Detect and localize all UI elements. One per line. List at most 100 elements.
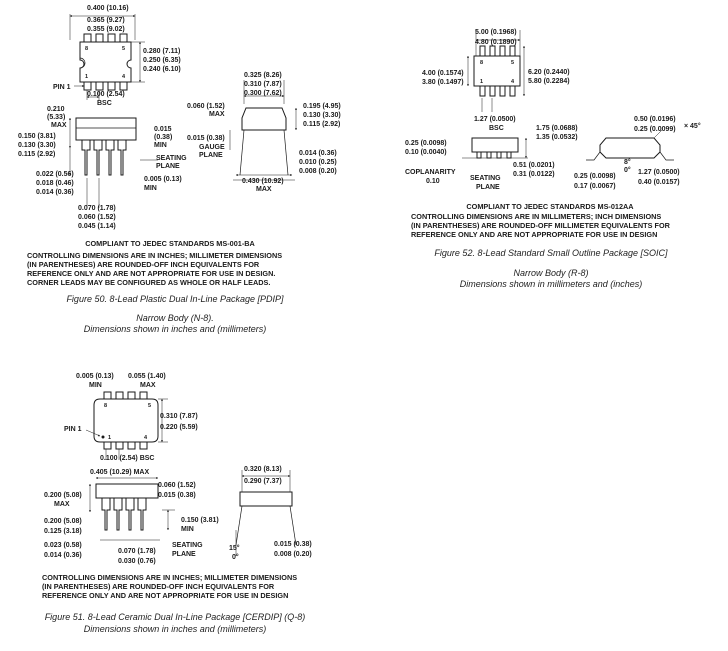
cerdip-top-min-label: MIN (89, 382, 102, 389)
cerdip-body-width-max: 0.310 (7.87) (160, 413, 198, 420)
pdip-thick2-nom: 0.010 (0.25) (299, 159, 337, 166)
soic-side-view: 1.75 (0.0688) 1.35 (0.0532) 0.25 (0.0098… (405, 125, 578, 191)
pdip-seat-max-label: MAX (209, 111, 225, 118)
soic-pin-1: 1 (480, 79, 483, 85)
pdip-row-span-nom: 0.310 (7.87) (244, 81, 282, 88)
cerdip-lead-min-label: MIN (181, 526, 194, 533)
cerdip-lead-len-max: 0.200 (5.08) (44, 518, 82, 525)
cerdip-notes: CONTROLLING DIMENSIONS ARE IN INCHES; MI… (42, 573, 298, 600)
cerdip-top-max: 0.055 (1.40) (128, 373, 166, 380)
cerdip-lead-thick-max: 0.023 (0.58) (44, 542, 82, 549)
cerdip-standoff-max: 0.060 (1.52) (158, 482, 196, 489)
cerdip-pin1-label: PIN 1 (64, 426, 82, 433)
soic-span-max: 6.20 (0.2440) (528, 69, 570, 76)
pdip-subcaption: Narrow Body (N-8). Dimensions shown in i… (83, 313, 267, 334)
pdip-body-width-nom: 0.250 (6.35) (143, 57, 181, 64)
soic-top-width-max: 5.00 (0.1968) (475, 29, 517, 36)
pdip-lead-thick-nom: 0.018 (0.46) (36, 180, 74, 187)
soic-seating: SEATING (470, 175, 501, 182)
pdip-top-width-nom: 0.365 (9.27) (87, 17, 125, 24)
cerdip-end-body (239, 491, 293, 507)
pdip-pin1-label: PIN 1 (53, 84, 71, 91)
soic-body-width-max: 4.00 (0.1574) (422, 70, 464, 77)
cerdip-row-span-min: 0.290 (7.37) (244, 478, 282, 485)
soic-seating-plane: PLANE (476, 184, 500, 191)
pdip-gauge-label: GAUGE (199, 144, 225, 151)
soic-foot-max: 1.27 (0.0500) (638, 169, 680, 176)
pdip-overall: 0.430 (10.92) (242, 178, 284, 185)
soic-end-view: 0.50 (0.0196) 0.25 (0.0099) × 45° 8° 0° … (574, 116, 701, 190)
cerdip-lead-thick-min: 0.014 (0.36) (44, 552, 82, 559)
pdip-end-view: 0.325 (8.26) 0.310 (7.87) 0.300 (7.62) 0… (187, 72, 341, 193)
soic-chamfer-max: 0.50 (0.0196) (634, 116, 676, 123)
cerdip-drawing: 0.005 (0.13) MIN 0.055 (1.40) MAX 8 5 1 … (44, 373, 312, 565)
cerdip-top-view: 0.005 (0.13) MIN 0.055 (1.40) MAX 8 5 1 … (64, 373, 198, 462)
cerdip-pin-4: 4 (144, 435, 148, 441)
cerdip-pin-1: 1 (108, 435, 111, 441)
soic-pitch-bsc: BSC (489, 125, 504, 132)
soic-foot-min: 0.40 (0.0157) (638, 179, 680, 186)
soic-lead-w-max: 0.51 (0.0201) (513, 162, 555, 169)
soic-coplanarity: COPLANARITY (405, 169, 456, 176)
pdip-overall-max: MAX (256, 186, 272, 193)
soic-subcaption: Narrow Body (R-8) Dimensions shown in mi… (459, 268, 643, 289)
soic-lead-w-min: 0.31 (0.0122) (513, 171, 555, 178)
cerdip-angle-min: 0° (232, 553, 239, 561)
cerdip-lead-w-max: 0.070 (1.78) (118, 548, 156, 555)
pdip-seat-max: 0.060 (1.52) (187, 103, 225, 110)
pdip-body-width-min: 0.240 (6.10) (143, 66, 181, 73)
cerdip-side-body (95, 483, 159, 499)
pdip-pin-1: 1 (85, 74, 88, 80)
soic-drawing: 8 5 1 4 5.00 (0.1968) 4.80 (0.1890) 4.00… (405, 29, 701, 191)
cerdip-thick-max: 0.015 (0.38) (274, 541, 312, 548)
soic-caption: Figure 52. 8-Lead Standard Small Outline… (434, 248, 668, 258)
pdip-pin-4: 4 (122, 74, 126, 80)
cerdip-top-max-label: MAX (140, 382, 156, 389)
cerdip-lead-w-min: 0.030 (0.76) (118, 558, 156, 565)
pdip-compliant: COMPLIANT TO JEDEC STANDARDS MS-001-BA (85, 239, 255, 248)
pdip-standoff: 0.015 (154, 126, 172, 133)
pdip-pin-8: 8 (85, 46, 88, 52)
soic-standoff-max: 0.25 (0.0098) (405, 140, 447, 147)
soic-notes: CONTROLLING DIMENSIONS ARE IN MILLIMETER… (411, 212, 670, 239)
cerdip-caption: Figure 51. 8-Lead Ceramic Dual In-Line P… (44, 612, 306, 622)
cerdip-row-span-max: 0.320 (8.13) (244, 466, 282, 473)
soic-pin-5: 5 (511, 60, 514, 66)
pdip-row-span-max: 0.325 (8.26) (244, 72, 282, 79)
cerdip-top-min: 0.005 (0.13) (76, 373, 114, 380)
pdip-pitch-bsc: BSC (97, 100, 112, 107)
cerdip-standoff-min: 0.015 (0.38) (158, 492, 196, 499)
cerdip-lead-min: 0.150 (3.81) (181, 517, 219, 524)
cerdip-seating: SEATING (172, 542, 203, 549)
soic-thick-max: 0.25 (0.0098) (574, 173, 616, 180)
pdip-min-foot: 0.005 (0.13) (144, 176, 182, 183)
pdip-lead-w-min: 0.045 (1.14) (78, 223, 116, 230)
soic-standoff-min: 0.10 (0.0040) (405, 149, 447, 156)
pdip-max-height-max: MAX (51, 122, 67, 129)
soic-end-body (599, 137, 661, 159)
pdip-max-height: 0.210 (47, 106, 65, 113)
pdip-side-body (75, 117, 137, 141)
pdip-standoff-min: MIN (154, 142, 167, 149)
pdip-lead-w-max: 0.070 (1.78) (78, 205, 116, 212)
soic-coplanarity-val: 0.10 (426, 178, 440, 185)
soic-chamfer-angle: × 45° (684, 122, 701, 130)
pdip-side-height-min: 0.115 (2.92) (303, 121, 340, 128)
pdip-lead-len-nom: 0.130 (3.30) (18, 142, 56, 149)
pdip-drawing: 8 5 1 4 0.400 (10.16) 0.365 (9.27) 0.355… (18, 5, 341, 230)
pdip-pitch: 0.100 (2.54) (87, 91, 125, 98)
pdip-row-span-min: 0.300 (7.62) (244, 90, 282, 97)
cerdip-max-height: 0.200 (5.08) (44, 492, 82, 499)
soic-pin-4: 4 (511, 79, 515, 85)
cerdip-pin-8: 8 (104, 403, 107, 409)
pdip-body-width-max: 0.280 (7.11) (143, 48, 180, 55)
cerdip-seating-plane: PLANE (172, 551, 196, 558)
pdip-standoff-mm: (0.38) (154, 134, 172, 141)
pdip-lead-len-min: 0.115 (2.92) (18, 151, 55, 158)
soic-span-min: 5.80 (0.2284) (528, 78, 570, 85)
pdip-side-height-max: 0.195 (4.95) (303, 103, 341, 110)
cerdip-angle-max: 15° (229, 544, 240, 552)
cerdip-pin-5: 5 (148, 403, 151, 409)
pdip-gauge-plane: PLANE (199, 152, 223, 159)
